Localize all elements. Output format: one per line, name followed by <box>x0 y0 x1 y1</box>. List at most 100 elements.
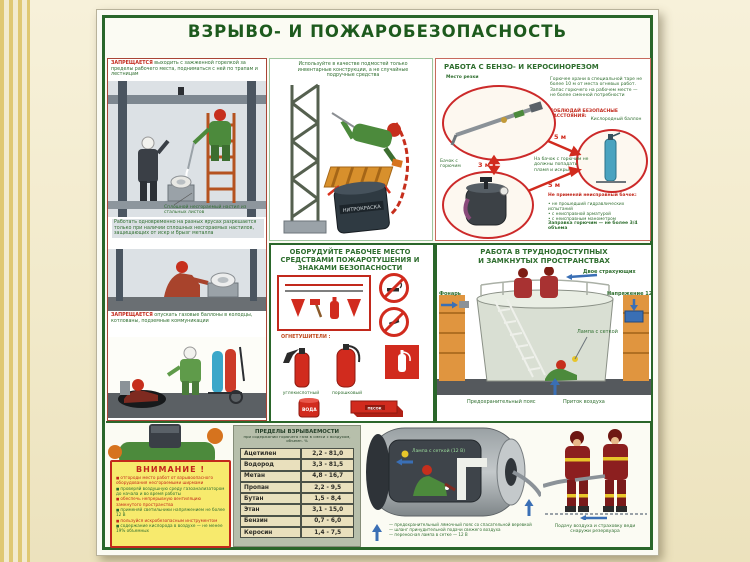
air-inlet-arrow <box>550 378 560 395</box>
pit-wall-right <box>623 295 649 381</box>
limits-subtitle: при содержании горючего газа в смеси с в… <box>243 434 351 444</box>
worker-with-trolley <box>166 346 201 395</box>
gas-range: 2,2 - 81,0 <box>301 448 354 460</box>
water-barrel: ВОДА <box>298 398 320 418</box>
welder-inside <box>545 336 588 381</box>
fire-shield <box>277 275 371 331</box>
column-left <box>118 81 127 217</box>
legend-up-arrow <box>372 524 382 541</box>
bad-tank-item: с неисправным манометром <box>548 217 646 222</box>
gas-range: 0,7 - 6,0 <box>301 515 354 528</box>
pull-arrow <box>580 515 607 520</box>
sand-box-label: ПЕСОК <box>368 406 382 410</box>
attention-item: отгороди место работ от взрывоопасного о… <box>116 475 225 486</box>
stand-with-ring <box>167 175 195 202</box>
fire-bucket-icon <box>347 299 361 317</box>
equipment-title: ОБОРУДУЙТЕ РАБОЧЕЕ МЕСТО СРЕДСТВАМИ ПОЖА… <box>280 248 420 273</box>
water-barrel-label: ВОДА <box>302 407 317 413</box>
air-label: Приток воздуха <box>563 399 605 405</box>
cutter-torch-icon <box>450 101 543 146</box>
worker-watching <box>138 136 170 201</box>
spark-note: На бачок с горючим не должны попадать пл… <box>534 157 589 173</box>
warning-body-2: опускать газовые баллоны в колодцы, котл… <box>111 313 253 324</box>
warning-prefix-1: ЗАПРЕЩАЕТСЯ <box>111 61 153 66</box>
confined-title-1: РАБОТА В ТРУДНОДОСТУПНЫХ <box>480 248 608 256</box>
crew-member <box>603 429 628 512</box>
ladder-inside <box>494 298 546 378</box>
gas-name: Метан <box>240 470 302 482</box>
gas-name: Пропан <box>240 481 302 494</box>
lamp-icon <box>178 87 184 95</box>
co2-horn <box>283 349 299 363</box>
extinguisher-location-sign <box>385 345 419 379</box>
distance-5m-a: 5 м <box>554 133 566 141</box>
mid-rule-text: Работать одновременно на разных ярусах р… <box>112 219 264 238</box>
glove-icon <box>108 445 122 459</box>
gas-name: Ацетилен <box>240 448 302 460</box>
scene-workshop-ladder <box>108 81 266 217</box>
gas-name: Водород <box>240 459 302 471</box>
deck-steel <box>108 201 266 209</box>
safety-poster: ВЗРЫВО- И ПОЖАРОБЕЗОПАСНОСТЬ ЗАПРЕЩАЕТСЯ… <box>96 9 659 556</box>
attention-item: содержание кислорода в воздухе — не мене… <box>116 523 225 534</box>
vessel-note: шланг принудительной подачи свежего возд… <box>389 527 539 532</box>
air-hose <box>512 470 541 498</box>
trolley-wheel <box>229 390 243 404</box>
leader-line <box>173 192 193 206</box>
gas-cylinders-trolley <box>208 346 245 404</box>
beam-top <box>108 95 266 104</box>
gas-range: 2,2 - 9,5 <box>301 481 354 494</box>
watchers-label: Двое страхующих <box>583 269 636 275</box>
attention-item: пользуйся искробезопасным инструментом <box>116 518 225 523</box>
panel-cutter: РАБОТА С БЕНЗО- И КЕРОСИНОРЕЗОМ Место ре… <box>435 58 651 241</box>
vessel-note: переносная лампа в сетке — 12 В <box>389 532 539 537</box>
lamp-label: Лампа с сеткой <box>577 328 618 335</box>
vessel-notes: предохранительный лямочный пояс со спаса… <box>389 522 539 537</box>
oxygen-cylinder <box>212 351 223 393</box>
scene-horizontal-vessel: Лампа с сеткой (12 В) <box>366 427 541 517</box>
axe-icon <box>310 299 323 318</box>
crew-member <box>565 431 590 512</box>
column-right <box>247 81 256 217</box>
attention-item: обеспечь непрерывную вентиляцию замкнуто… <box>116 496 225 507</box>
ext2-label: порошковый <box>331 391 363 396</box>
falling-worker <box>340 119 403 168</box>
attention-item: проверяй воздушную среду газоанализаторо… <box>116 486 225 497</box>
extinguisher-icon <box>330 297 339 319</box>
gas-range: 3,1 - 15,0 <box>301 504 354 516</box>
warning-text-1: ЗАПРЕЩАЕТСЯ выходить с зажженной горелко… <box>111 61 261 78</box>
manhole-ladder <box>120 381 130 395</box>
poster-title: ВЗРЫВО- И ПОЖАРОБЕЗОПАСНОСТЬ <box>187 22 568 41</box>
welder-in-vessel <box>413 465 456 496</box>
air-up-arrow <box>524 499 534 516</box>
watchers-arrow <box>566 273 598 280</box>
bad-tank-list: не прошедший гидравлических испытаний с … <box>548 202 646 223</box>
air-duct <box>457 458 487 500</box>
paint-barrel: НИТРОКРАСКА <box>333 181 390 234</box>
gas-range: 4,8 - 16,7 <box>301 470 354 482</box>
worker-on-ladder <box>185 109 231 184</box>
scene-cylinders-manhole <box>108 337 266 418</box>
barrel-label: НИТРОКРАСКА <box>343 204 382 214</box>
scene-confined-tank: Фонарь Двое страхующих Напряжение 12 В Л… <box>437 267 651 405</box>
pit-wall-left <box>439 295 465 381</box>
sand-box: ПЕСОК <box>350 400 403 417</box>
oxygen-cylinder-icon <box>596 132 626 183</box>
scene-falling-worker: НИТРОКРАСКА <box>283 83 410 234</box>
fill-note: Заправка горючим — не более 3/4 объема <box>548 221 638 232</box>
ext-hose <box>348 345 361 363</box>
torch-icon <box>331 112 355 128</box>
panel-outside-crew: Подачу воздуха и страховку веди снаружи … <box>543 424 649 546</box>
watcher-workers <box>514 267 558 298</box>
deck-label: Сплошной несгораемый настил из стальных … <box>164 205 247 216</box>
vessel-note: предохранительный лямочный пояс со спаса… <box>389 522 539 527</box>
oxygen-cylinder-label: Кислородный баллон <box>590 117 642 122</box>
